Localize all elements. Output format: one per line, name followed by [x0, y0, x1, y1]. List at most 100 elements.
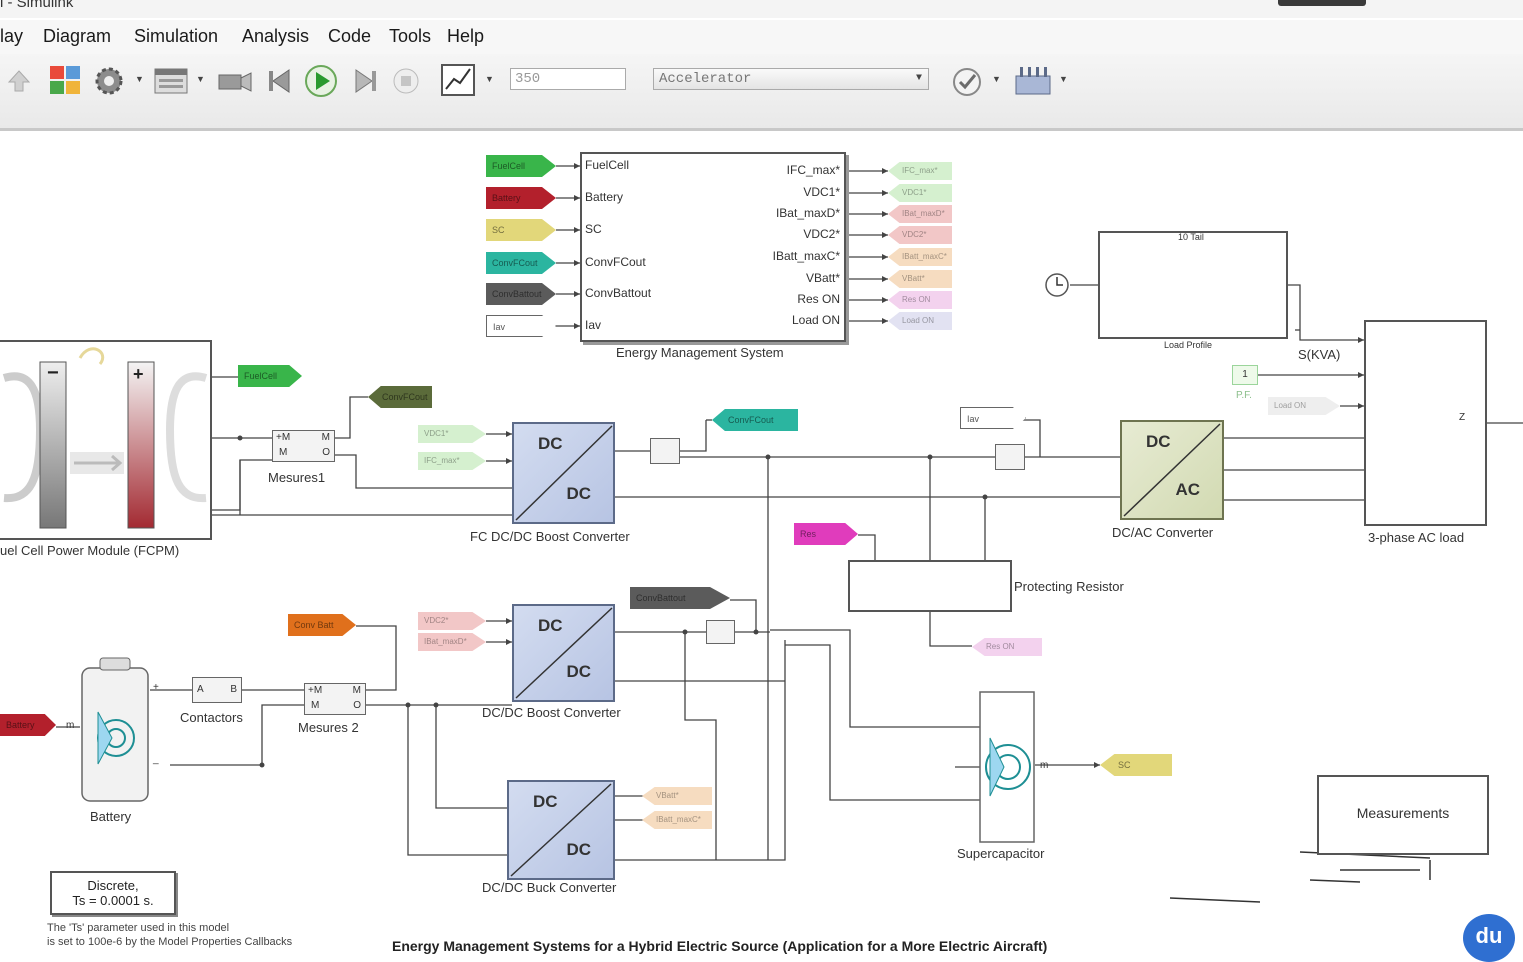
dcdc-buck-converter[interactable]: DC DC [507, 780, 615, 880]
menu-display[interactable]: lay [0, 26, 24, 46]
from-tag-load-on[interactable]: Load ON [1268, 397, 1340, 415]
chevron-down-icon[interactable]: ▼ [485, 74, 494, 84]
goto-tag-ifc-max[interactable]: IFC_max* [888, 162, 952, 180]
chevron-down-icon[interactable]: ▼ [196, 74, 205, 84]
goto-tag-res-on-2[interactable]: Res ON [972, 638, 1042, 656]
from-tag-ifc-max[interactable]: IFC_max* [418, 452, 486, 470]
watermark-logo: du [1463, 914, 1515, 962]
library-browser-icon[interactable] [48, 64, 84, 96]
converter-diagonal [515, 425, 613, 521]
from-tag-res[interactable]: Res [794, 523, 858, 545]
dcdc-boost-converter[interactable]: DC DC [512, 604, 615, 702]
goto-tag-ibat-maxd[interactable]: IBat_maxD* [888, 205, 952, 223]
model-caption: Energy Management Systems for a Hybrid E… [392, 938, 1048, 954]
goto-tag-load-on[interactable]: Load ON [888, 312, 952, 330]
scope-icon[interactable] [440, 63, 476, 97]
fuel-cell-icon: − + [2, 347, 208, 529]
converter-diagonal [1123, 423, 1221, 517]
from-tag-sc[interactable]: SC [486, 219, 556, 241]
model-explorer-icon[interactable] [153, 66, 189, 96]
ems-out-port: IBat_maxD* [775, 206, 840, 220]
measures2-block[interactable]: +M M M O [304, 683, 366, 715]
from-tag-convfcout[interactable]: ConvFCout [486, 252, 556, 274]
contactors-label: Contactors [180, 710, 243, 725]
chevron-down-icon[interactable]: ▼ [1059, 74, 1068, 84]
measurements-block[interactable]: Measurements [1317, 775, 1489, 855]
step-back-icon[interactable] [265, 66, 295, 96]
from-tag-vbatt[interactable]: VBatt* [642, 787, 712, 805]
goto-tag-res-on[interactable]: Res ON [888, 291, 952, 309]
from-tag-battery[interactable]: Battery [486, 187, 556, 209]
ems-in-port: SC [585, 222, 602, 236]
ems-out-port: VDC2* [803, 227, 840, 241]
measures2-port: M [352, 685, 361, 696]
contactor-b-port: B [230, 684, 237, 695]
model-advisor-icon[interactable] [950, 65, 984, 99]
from-tag-ibatt-maxc[interactable]: IBatt_maxC* [642, 811, 712, 829]
power-factor-constant[interactable]: 1 [1232, 365, 1258, 385]
menu-tools[interactable]: Tools [389, 26, 432, 46]
goto-tag-iav[interactable]: Iav [960, 407, 1026, 429]
measures2-label: Mesures 2 [298, 720, 359, 735]
chevron-down-icon[interactable]: ▼ [992, 74, 1001, 84]
sum-block[interactable] [650, 438, 680, 464]
build-icon[interactable] [1013, 64, 1053, 98]
sum-block-2[interactable] [706, 620, 735, 644]
dcac-converter[interactable]: DC AC [1120, 420, 1224, 520]
goto-tag-convbattout[interactable]: ConvBattout [630, 587, 730, 609]
stop-time-input[interactable]: 350 [510, 68, 626, 90]
goto-tag-convfcout[interactable]: ConvFCout [712, 409, 798, 431]
goto-tag-vbatt[interactable]: VBatt* [888, 270, 952, 288]
ac-load-block[interactable] [1364, 320, 1487, 526]
protecting-resistor-block[interactable] [848, 560, 1012, 612]
converter-diagonal [515, 607, 613, 699]
goto-tag-conv-batt[interactable]: Conv Batt [288, 614, 356, 636]
menu-simulation[interactable]: Simulation [134, 26, 219, 46]
menu-analysis[interactable]: Analysis [242, 26, 310, 46]
ems-block[interactable] [580, 152, 846, 342]
wire-fragment [1169, 851, 1431, 903]
menu-diagram[interactable]: Diagram [43, 26, 112, 46]
converter-diagonal [510, 783, 612, 877]
load-profile-block[interactable] [1098, 231, 1288, 339]
chevron-down-icon[interactable]: ▼ [135, 74, 144, 84]
ems-out-port: IBatt_maxC* [772, 249, 840, 263]
from-tag-vdc2[interactable]: VDC2* [418, 612, 486, 630]
goto-tag-convfcout-meas[interactable]: ConvFCout [368, 386, 432, 408]
menu-code[interactable]: Code [328, 26, 372, 46]
measures1-port: +M [276, 432, 291, 443]
up-arrow-icon[interactable] [6, 68, 32, 94]
from-tag-iav[interactable]: Iav [486, 315, 556, 337]
converter-bottom-label: AC [1175, 480, 1200, 499]
contactors-block[interactable]: A B [192, 677, 242, 703]
from-tag-fuelcell[interactable]: FuelCell [486, 155, 556, 177]
simulation-mode-select[interactable]: Accelerator▼ [653, 68, 929, 90]
run-icon[interactable] [303, 63, 339, 99]
measures2-port: +M [308, 685, 323, 696]
goto-tag-sc[interactable]: SC [1100, 754, 1172, 776]
ac-load-label: 3-phase AC load [1368, 530, 1465, 545]
converter-bottom-label: DC [566, 484, 591, 503]
stop-icon[interactable] [392, 67, 420, 95]
camera-icon[interactable] [216, 66, 254, 96]
goto-tag-battery[interactable]: Battery [0, 714, 56, 736]
gear-icon[interactable] [92, 64, 126, 98]
fcpm-block[interactable] [0, 340, 212, 540]
current-measurement-block[interactable] [995, 444, 1025, 470]
goto-tag-vdc1[interactable]: VDC1* [888, 184, 952, 202]
from-tag-ibat-maxd[interactable]: IBat_maxD* [418, 633, 486, 651]
goto-tag-vdc2[interactable]: VDC2* [888, 226, 952, 244]
goto-tag-fuelcell[interactable]: FuelCell [238, 365, 302, 387]
fcpm-label: uel Cell Power Module (FCPM) [0, 543, 180, 558]
measures1-port: O [322, 447, 330, 458]
window-control-button[interactable] [1278, 0, 1366, 6]
powergui-block[interactable]: Discrete, Ts = 0.0001 s. [50, 871, 176, 915]
battery-label: Battery [90, 809, 132, 824]
measures1-block[interactable]: +M M M O [272, 430, 335, 462]
menu-help[interactable]: Help [447, 26, 485, 46]
fc-dcdc-boost-converter[interactable]: DC DC [512, 422, 615, 524]
from-tag-vdc1[interactable]: VDC1* [418, 425, 486, 443]
goto-tag-ibatt-maxc[interactable]: IBatt_maxC* [888, 248, 952, 266]
step-forward-icon[interactable] [350, 66, 380, 96]
from-tag-convbattout[interactable]: ConvBattout [486, 283, 556, 305]
